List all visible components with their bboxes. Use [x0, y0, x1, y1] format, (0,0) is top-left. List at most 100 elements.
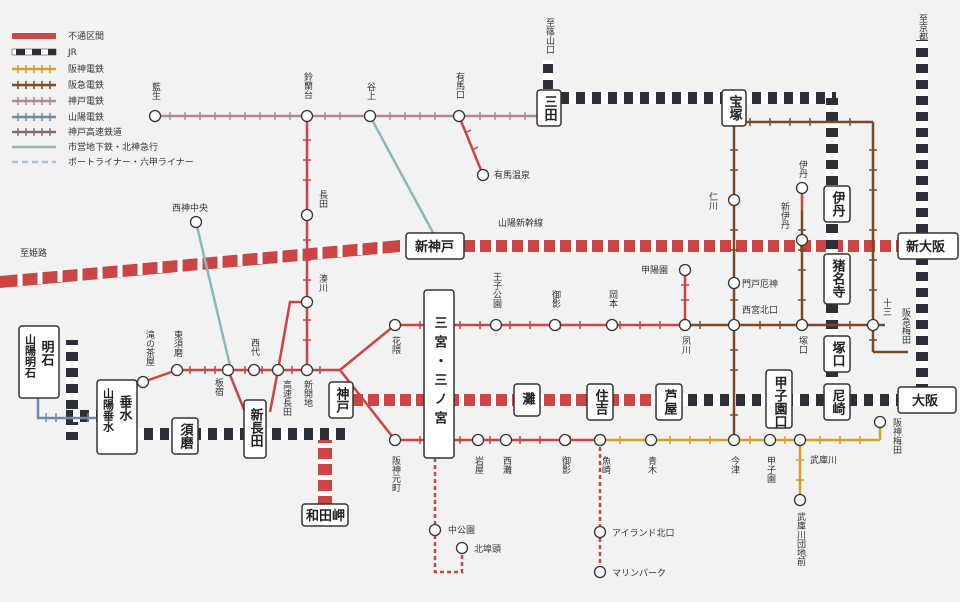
legend-label-kobe-kosoku: 神戸高速鉄道 — [68, 126, 122, 138]
legend-swatch-jr — [11, 48, 57, 56]
station-sanda-label: 三田 — [542, 95, 558, 122]
station-nishikobe-chuo: 西神中央 — [172, 202, 208, 214]
legend-label-kobe-dentetsu: 神戸電鉄 — [68, 95, 104, 107]
station-mukogawa-danchi: 武庫川団地前 — [795, 511, 806, 567]
station-box-akashi[interactable] — [18, 325, 60, 399]
station-takarazuka-label: 宝塚 — [727, 94, 743, 122]
station-shinkaichi: 新開地 — [302, 379, 313, 407]
station-nada-label: 灘 — [520, 391, 536, 406]
station-shinnagata-label: 新長田 — [248, 407, 264, 448]
station-box-shinnagata[interactable] — [243, 399, 267, 459]
station-kobe-label: 神戸 — [334, 386, 350, 414]
legend-swatch-sanyo — [12, 113, 56, 121]
station-box-sumiyoshi[interactable] — [586, 383, 614, 421]
station-arima-onsen: 有馬温泉 — [494, 169, 530, 181]
station-dots — [136, 109, 887, 579]
sanyo-line — [36, 398, 110, 422]
station-itami-hankyu: 伊丹 — [797, 159, 808, 179]
subway-line — [194, 115, 439, 371]
port-liner — [433, 440, 602, 574]
station-sumiyoshi-label: 住吉 — [593, 388, 609, 416]
station-box-inadera[interactable] — [823, 253, 851, 305]
station-aioi: 藍生 — [150, 81, 161, 100]
station-uozaki: 魚崎 — [600, 455, 611, 474]
station-box-nada[interactable] — [513, 383, 541, 417]
station-itami-label: 伊丹 — [830, 190, 847, 218]
station-iwaya: 岩屋 — [473, 455, 484, 475]
station-inadera-label: 猪名寺 — [830, 258, 847, 299]
station-shinitami: 新伊丹 — [779, 201, 790, 230]
hanshin-line — [600, 422, 882, 500]
legend: 不通区間 JR 阪神電鉄 阪急電鉄 神戸電鉄 山陽電鉄 神戸高速鉄道 — [11, 31, 194, 168]
station-box-takarazuka[interactable] — [721, 89, 747, 127]
station-nishidai: 西代 — [249, 338, 260, 357]
wadamisaki-line — [318, 440, 332, 510]
jr-lines — [66, 40, 928, 440]
legend-label-portliner: ポートライナー・六甲ライナー — [68, 156, 194, 168]
legend-swatch-kobe-kosoku — [12, 128, 56, 136]
station-box-ashiya[interactable] — [655, 383, 683, 421]
station-box-kobe[interactable] — [328, 381, 354, 419]
station-nishinada: 西灘 — [501, 456, 512, 475]
legend-swatch-suspended — [12, 33, 56, 39]
station-box-itami[interactable] — [823, 185, 851, 223]
station-mondoyakujin: 門戸厄神 — [742, 278, 778, 290]
legend-swatch-hankyu — [12, 81, 56, 89]
station-umeda-hankyu: 阪急梅田 — [900, 308, 911, 345]
station-nigawa: 仁川 — [707, 191, 718, 210]
station-sanyo-akashi-label: 山陽明石 — [24, 333, 38, 379]
station-koyoen: 甲陽園 — [641, 265, 668, 276]
station-kosoku-nagata: 高速長田 — [281, 379, 292, 417]
station-wadamisaki-label: 和田岬 — [306, 508, 345, 524]
station-tsukaguchi-label: 塚口 — [830, 341, 846, 367]
station-suzurandai: 鈴蘭台 — [302, 71, 313, 100]
station-imazu: 今津 — [729, 455, 740, 475]
station-tarumi-label: 垂水 — [117, 394, 133, 422]
kobe-dentetsu-line — [155, 112, 548, 120]
station-marine-park: マリンパーク — [612, 568, 666, 579]
station-box-shinkobe[interactable] — [405, 232, 465, 260]
station-higashisuma: 東須磨 — [172, 329, 183, 358]
station-box-suma[interactable] — [171, 417, 199, 455]
legend-label-sanyo: 山陽電鉄 — [68, 111, 104, 123]
station-shinosaka-label: 新大阪 — [906, 239, 946, 255]
station-box-tsukaguchi[interactable] — [823, 335, 851, 373]
station-sannomiya-label: 三宮・三ノ宮 — [432, 316, 448, 430]
legend-label-hanshin: 阪神電鉄 — [68, 63, 104, 75]
station-mikage-hanshin: 御影 — [560, 455, 571, 475]
station-arimaguchi: 有馬口 — [454, 71, 465, 99]
station-box-osaka[interactable] — [897, 386, 957, 414]
station-aoki: 青木 — [646, 455, 657, 475]
station-nagata: 長田 — [317, 190, 328, 209]
station-box-koshienguchi[interactable] — [765, 369, 793, 429]
station-box-shinosaka[interactable] — [897, 232, 959, 260]
legend-label-suspended: 不通区間 — [68, 31, 104, 42]
station-shukugawa: 夙川 — [680, 336, 691, 354]
legend-label-hankyu: 阪急電鉄 — [68, 79, 104, 91]
direction-sasayama: 至篠山口 — [544, 18, 555, 54]
station-box-sannomiya[interactable] — [423, 289, 455, 459]
station-ashiya-label: 芦屋 — [662, 388, 678, 416]
legend-label-jr: JR — [67, 48, 77, 58]
station-juso: 十三 — [881, 297, 892, 316]
station-kitafuto: 北埠頭 — [474, 543, 501, 555]
station-nakakoen: 中公園 — [448, 524, 475, 536]
legend-label-subway: 市営地下鉄・北神急行 — [68, 141, 158, 153]
station-box-tarumi[interactable] — [96, 379, 138, 455]
station-box-wadamisaki[interactable] — [301, 503, 349, 527]
station-umeda-hanshin: 阪神梅田 — [891, 418, 902, 455]
station-koshienguchi-label: 甲子園口 — [772, 376, 788, 428]
station-box-amagasaki[interactable] — [823, 383, 851, 421]
direction-kyoto: 至京都 — [917, 14, 928, 42]
station-itayado: 板宿 — [213, 377, 224, 397]
station-akashi-label: 明石 — [39, 340, 56, 367]
station-mikage-hankyu: 御影 — [550, 289, 561, 309]
station-motomachi: 阪神元町 — [390, 456, 401, 492]
station-shinkobe-label: 新神戸 — [415, 239, 454, 255]
station-box-sanda[interactable] — [536, 89, 562, 127]
major-stations: 三田 宝塚 新神戸 新大阪 伊丹 猪名寺 塚口 尼崎 大阪 三宮・三ノ宮 神戸 … — [18, 89, 959, 527]
station-sanyo-tarumi-label: 山陽垂水 — [102, 387, 115, 433]
station-ojikoen: 王子公園 — [491, 272, 502, 309]
legend-swatch-hanshin — [12, 65, 56, 73]
station-amagasaki-label: 尼崎 — [830, 389, 846, 416]
